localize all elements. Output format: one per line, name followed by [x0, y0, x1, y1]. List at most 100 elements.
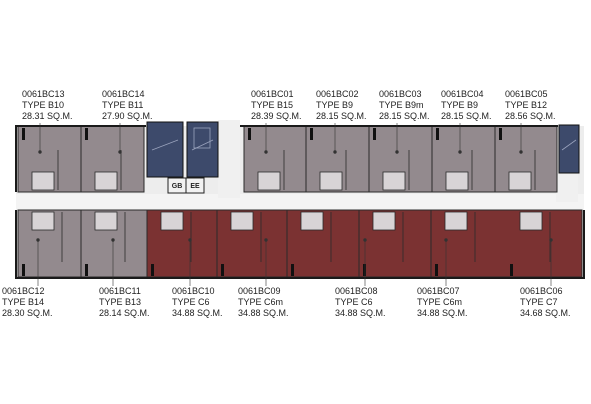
leader-dot: [363, 238, 367, 242]
unit-code: 0061BC07: [417, 286, 460, 296]
leader-dot: [111, 238, 115, 242]
column: [22, 128, 25, 140]
leader-lines: [36, 123, 553, 286]
column: [373, 128, 376, 140]
bathroom: [382, 171, 406, 191]
unit-code: 0061BC08: [335, 286, 378, 296]
unit-type: TYPE B15: [251, 100, 293, 110]
column: [248, 128, 251, 140]
unit-type: TYPE B14: [2, 297, 44, 307]
unit-area: 28.31 SQ.M.: [22, 111, 73, 121]
room-ee-label: EE: [190, 183, 200, 190]
leader-dot: [458, 150, 462, 154]
bathroom: [444, 211, 468, 231]
leader-dot: [444, 238, 448, 242]
unit-type: TYPE B9: [441, 100, 478, 110]
column: [499, 128, 502, 140]
unit-code: 0061BC10: [172, 286, 215, 296]
interior-details: [22, 128, 551, 276]
bathroom: [319, 171, 343, 191]
column: [363, 264, 366, 276]
bathroom: [445, 171, 469, 191]
unit-code: 0061BC09: [238, 286, 281, 296]
leader-dot: [549, 238, 553, 242]
walls: [15, 125, 585, 279]
unit-code: 0061BC06: [520, 286, 563, 296]
bathroom: [519, 211, 543, 231]
column: [22, 264, 25, 276]
bathroom: [257, 171, 281, 191]
unit-code: 0061BC14: [102, 89, 145, 99]
unit-area: 34.88 SQ.M.: [417, 308, 468, 318]
bathroom: [230, 211, 254, 231]
unit-area: 28.14 SQ.M.: [99, 308, 150, 318]
bathroom: [300, 211, 324, 231]
leader-dot: [395, 150, 399, 154]
unit-area: 28.15 SQ.M.: [441, 111, 492, 121]
unit-code: 0061BC12: [2, 286, 45, 296]
unit-area: 34.88 SQ.M.: [238, 308, 289, 318]
unit-code: 0061BC02: [316, 89, 359, 99]
unit-code: 0061BC05: [505, 89, 548, 99]
unit-code: 0061BC01: [251, 89, 294, 99]
bathroom: [372, 211, 396, 231]
bathroom: [31, 171, 55, 191]
unit-area: 34.68 SQ.M.: [520, 308, 571, 318]
column: [221, 264, 224, 276]
column: [510, 264, 513, 276]
unit-type: TYPE B10: [22, 100, 64, 110]
unit-area: 28.56 SQ.M.: [505, 111, 556, 121]
column: [436, 128, 439, 140]
bathroom: [94, 171, 118, 191]
unit-type: TYPE B9m: [379, 100, 424, 110]
unit-area: 28.15 SQ.M.: [379, 111, 430, 121]
column: [85, 264, 88, 276]
unit-type: TYPE C6: [172, 297, 210, 307]
column: [435, 264, 438, 276]
unit-type: TYPE C6m: [238, 297, 283, 307]
unit-type: TYPE B9: [316, 100, 353, 110]
unit-type: TYPE B11: [102, 100, 143, 110]
unit-type: TYPE B12: [505, 100, 547, 110]
column: [85, 128, 88, 140]
unit-code: 0061BC11: [99, 286, 141, 296]
leader-dot: [188, 238, 192, 242]
unit-area: 28.30 SQ.M.: [2, 308, 53, 318]
leader-dot: [264, 238, 268, 242]
unit-type: TYPE C7: [520, 297, 558, 307]
stair-core-left: [146, 121, 219, 178]
column: [151, 264, 154, 276]
unit-area: 34.88 SQ.M.: [172, 308, 223, 318]
unit-type: TYPE C6m: [417, 297, 462, 307]
leader-dot: [38, 150, 42, 154]
bathroom: [94, 211, 118, 231]
unit-area: 27.90 SQ.M.: [102, 111, 153, 121]
column: [310, 128, 313, 140]
leader-dot: [264, 150, 268, 154]
service-rooms: GB EE: [167, 177, 205, 194]
column: [291, 264, 294, 276]
unit-area: 28.15 SQ.M.: [316, 111, 367, 121]
unit-area: 28.39 SQ.M.: [251, 111, 302, 121]
stair-core-right: [558, 124, 580, 174]
unit-type: TYPE C6: [335, 297, 373, 307]
bathroom: [160, 211, 184, 231]
unit-code: 0061BC04: [441, 89, 484, 99]
unit-type: TYPE B13: [99, 297, 141, 307]
